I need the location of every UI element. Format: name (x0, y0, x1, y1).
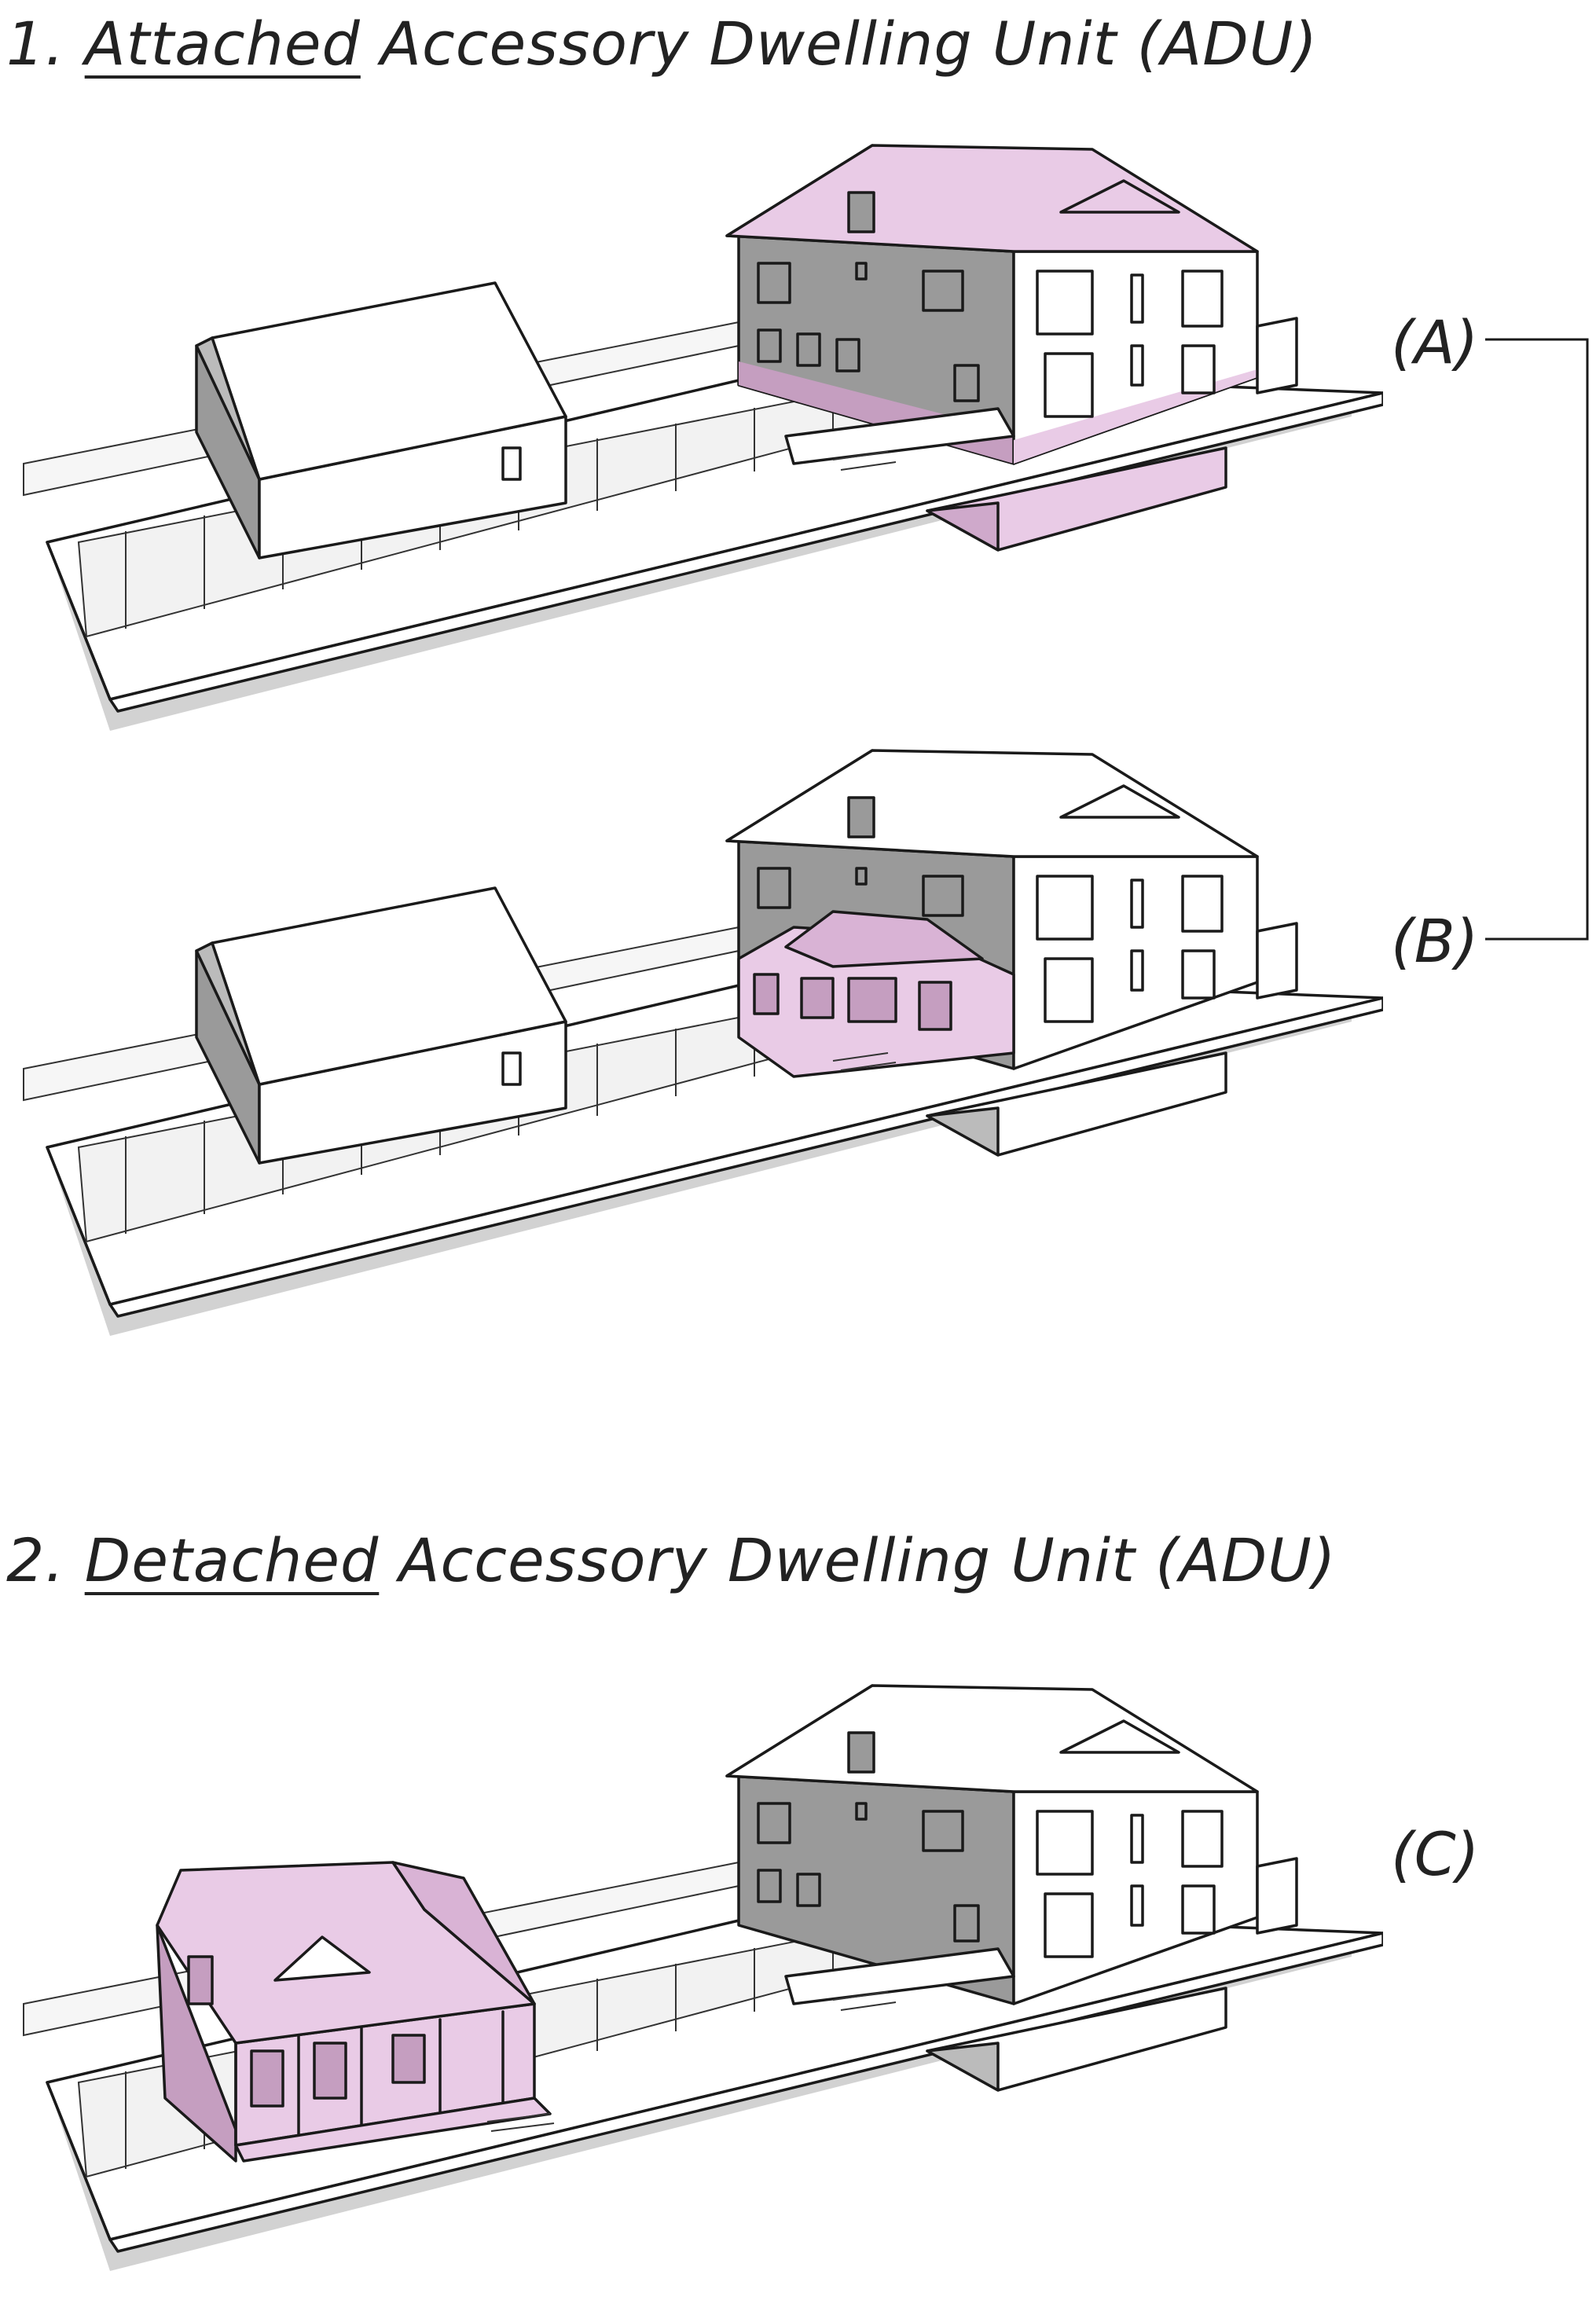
label-b: (B) (1391, 906, 1479, 976)
heading-rest: Accessory Dwelling Unit (ADU) (398, 1525, 1337, 1595)
label-a: (A) (1391, 307, 1479, 377)
diagram-detached-adu (0, 1674, 1383, 2287)
label-c: (C) (1391, 1819, 1480, 1889)
heading-number: 1. (6, 9, 65, 79)
section-heading-detached: 2. Detached Accessory Dwelling Unit (ADU… (6, 1531, 1337, 1590)
heading-keyword-detached: Detached (84, 1525, 380, 1595)
diagram-attached-adu-basement (0, 134, 1383, 731)
heading-keyword-attached: Attached (84, 9, 361, 79)
bracket-connector (1485, 338, 1589, 941)
heading-rest: Accessory Dwelling Unit (ADU) (380, 9, 1319, 79)
diagram-attached-adu-addition (0, 739, 1383, 1336)
section-heading-attached: 1. Attached Accessory Dwelling Unit (ADU… (6, 14, 1318, 74)
heading-number: 2. (6, 1525, 65, 1595)
